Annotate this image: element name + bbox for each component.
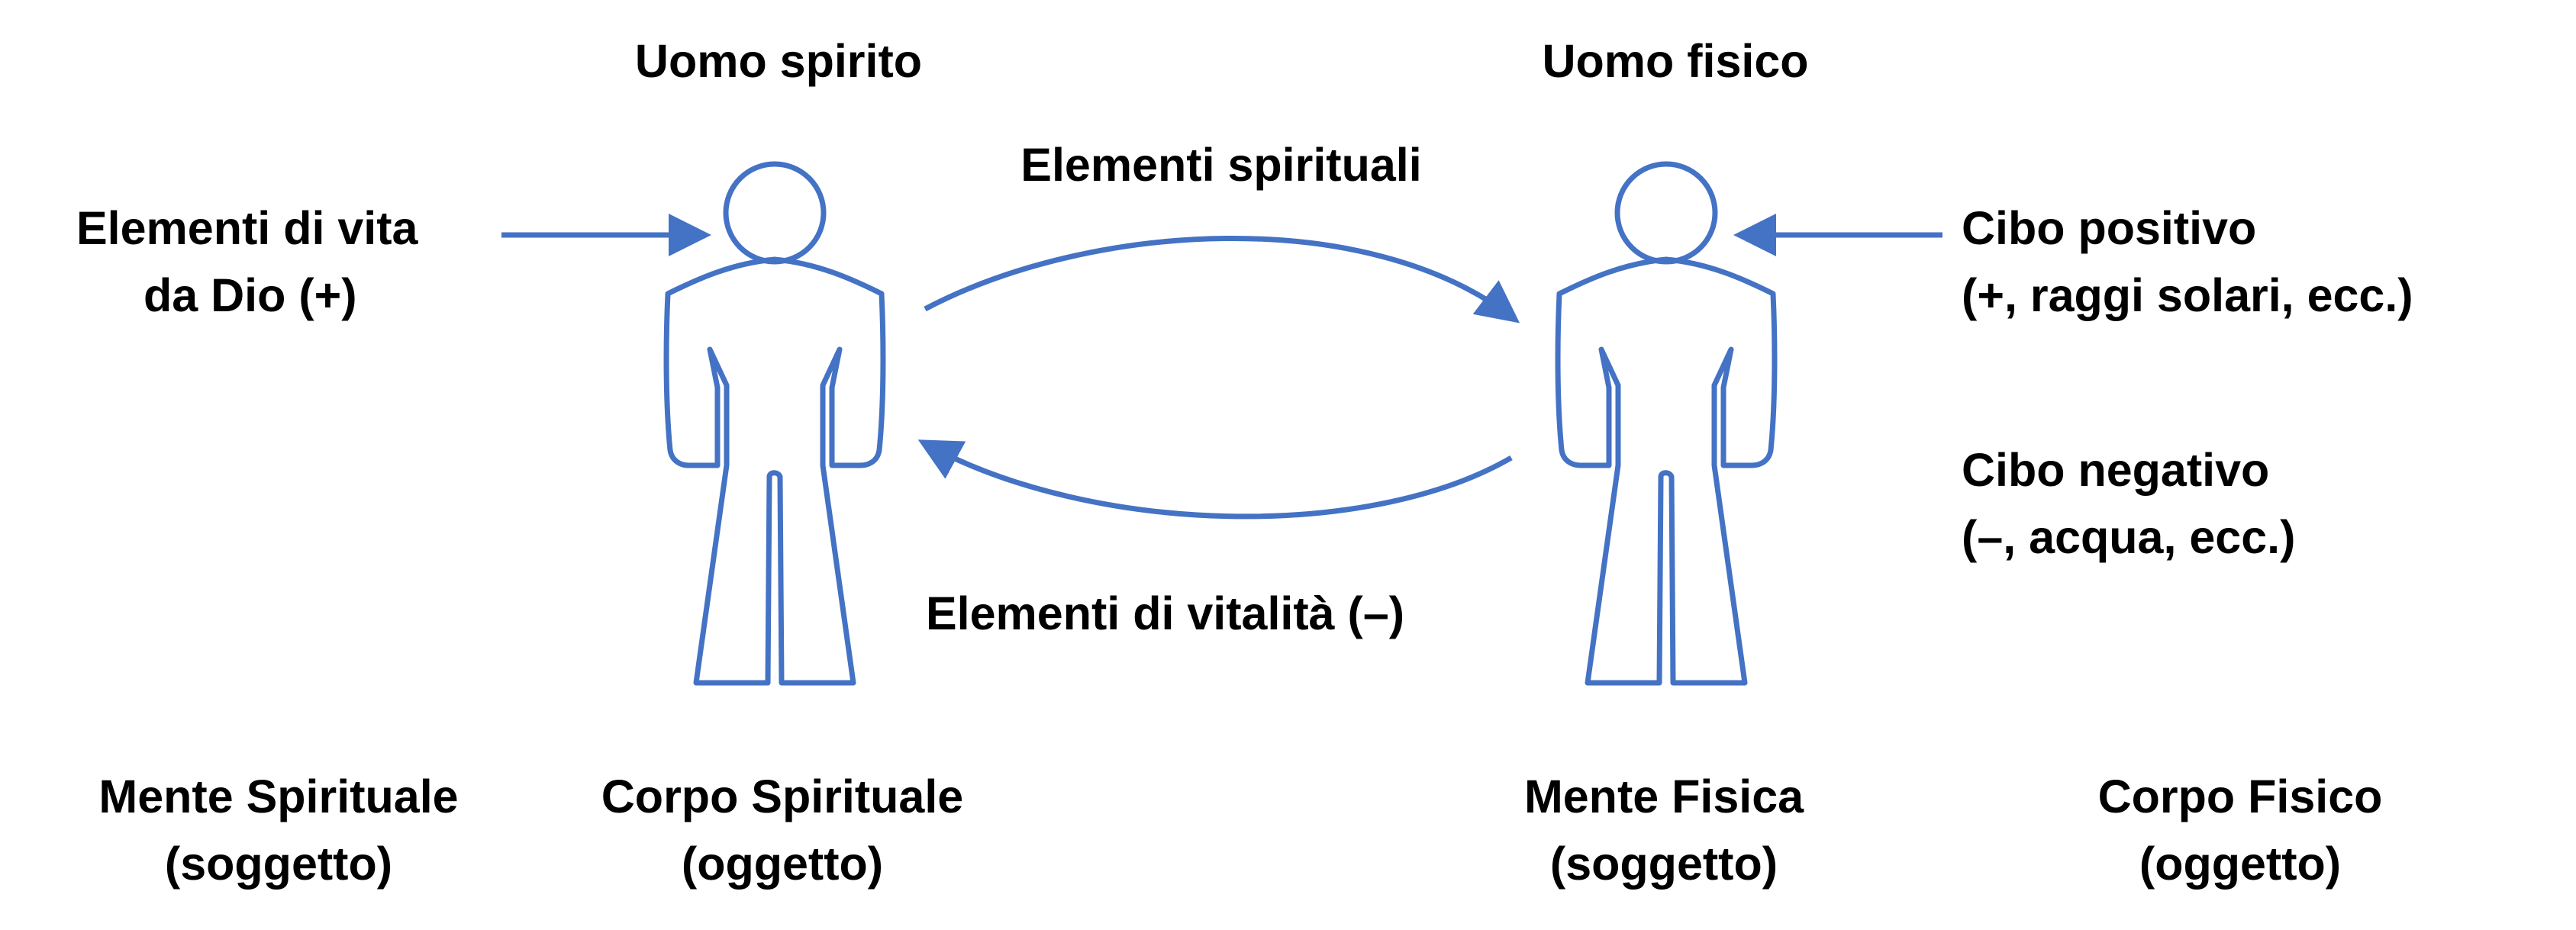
positive-food-label: Cibo positivo (+, raggi solari, ecc.) [1962,195,2572,329]
physical-body-label: Corpo Fisico (oggetto) [1992,763,2488,897]
life-elements-line2-suffix: ) [341,269,357,321]
life-elements-line2-prefix: da Dio ( [143,269,314,321]
plus-sign: + [314,269,342,321]
physical-mind-label: Mente Fisica (soggetto) [1416,763,1912,897]
negative-food-label: Cibo negativo (–, acqua, ecc.) [1962,436,2572,571]
negative-food-minus-sign: – [1977,511,2004,563]
physical-body-line1: Corpo Fisico [2097,771,2383,822]
spirit-man-head [723,161,827,265]
spirit-man-figure [663,161,886,686]
spirit-man-body [663,256,886,686]
vitality-elements-label: Elementi di vitalità (–) [926,580,1536,647]
positive-food-line2: , raggi solari, ecc.) [2004,269,2413,321]
physical-man-head [1614,161,1718,265]
negative-food-open-paren: ( [1962,511,1978,563]
physical-mind-line1: Mente Fisica [1523,771,1804,822]
physical-mind-line2: (soggetto) [1549,838,1778,890]
spiritual-elements-arrow [924,236,1520,323]
spiritual-mind-line1: Mente Spirituale [98,771,459,822]
positive-food-open-paren: ( [1962,269,1978,321]
spirit-man-title-text: Uomo spirito [634,35,923,87]
physical-man-body [1555,256,1778,686]
spiritual-elements-label-text: Elementi spirituali [1020,139,1422,191]
life-elements-label: Elementi di vita da Dio (+) [76,195,504,329]
physical-man-title-text: Uomo fisico [1542,35,1809,87]
life-elements-line1: Elementi di vita [76,202,418,254]
vitality-elements-label-end: ) [1388,587,1405,639]
positive-food-plus-sign: + [1977,269,2004,321]
physical-man-title: Uomo fisico [1477,27,1874,95]
negative-food-line1: Cibo negativo [1962,444,2270,496]
physical-man-figure [1555,161,1778,686]
vitality-elements-label-text: Elementi di vitalità ( [926,587,1363,639]
physical-body-line2: (oggetto) [2139,838,2342,890]
spiritual-body-label: Corpo Spirituale (oggetto) [534,763,1030,897]
vitality-elements-arrow [917,439,1513,520]
spirit-man-title: Uomo spirito [580,27,977,95]
minus-sign: – [1362,587,1389,639]
spiritual-mind-line2: (soggetto) [164,838,393,890]
spiritual-mind-label: Mente Spirituale (soggetto) [31,763,527,897]
spiritual-body-line2: (oggetto) [681,838,884,890]
negative-food-line2: , acqua, ecc.) [2003,511,2296,563]
spiritual-elements-label: Elementi spirituali [927,131,1515,198]
positive-food-line1: Cibo positivo [1962,202,2257,254]
spiritual-body-line1: Corpo Spirituale [601,771,964,822]
